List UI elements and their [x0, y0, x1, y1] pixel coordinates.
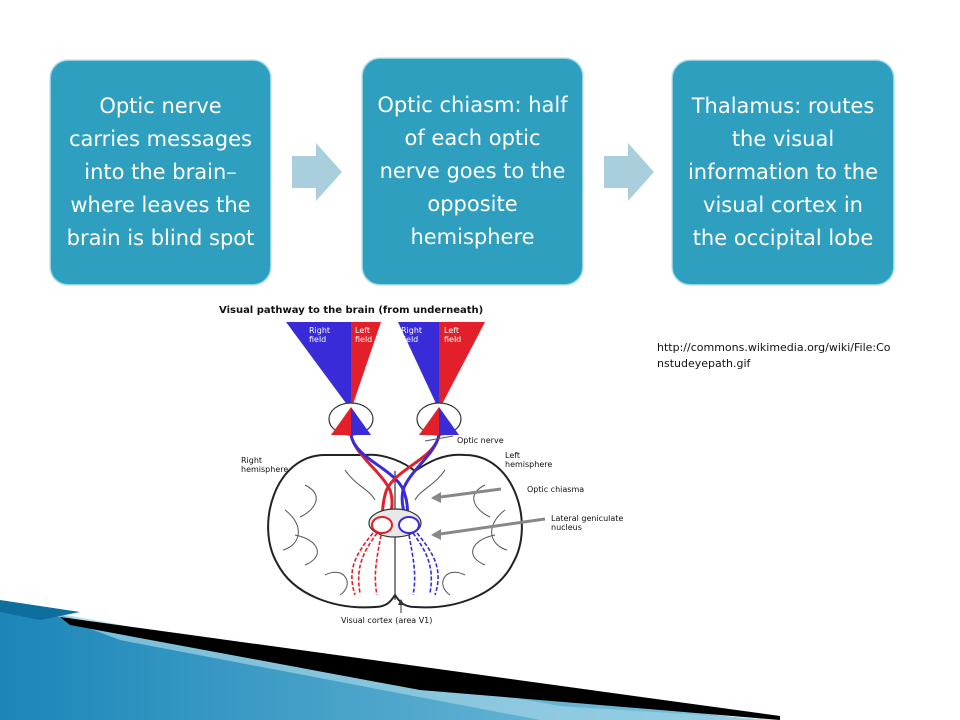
left-field-cone-2	[439, 322, 485, 410]
label-left-field-1-line2: field	[355, 335, 372, 344]
label-left-field-2: Left	[444, 326, 459, 335]
label-left-hemisphere-line2: hemisphere	[505, 460, 552, 469]
label-right-field-2-line2: field	[401, 335, 418, 344]
lgn-right	[398, 516, 420, 534]
label-optic-nerve: Optic nerve	[457, 436, 504, 445]
pointer-optic-chiasma	[432, 487, 502, 500]
arrow-right-icon	[604, 143, 654, 201]
figure-title: Visual pathway to the brain (from undern…	[219, 305, 483, 316]
arrow-right-icon	[292, 143, 342, 201]
label-left-field-2-line2: field	[444, 335, 461, 344]
label-lateral-geniculate-line2: nucleus	[551, 523, 582, 532]
pointer-lateral-geniculate	[432, 517, 546, 537]
label-right-field-1: Right	[309, 326, 330, 335]
flow-step-text: Optic nerve carries messages into the br…	[66, 94, 255, 250]
label-right-hemisphere: Right	[241, 456, 262, 465]
svg-text:Optic chiasma: Optic chiasma	[527, 485, 584, 494]
label-left-hemisphere: Left	[505, 451, 520, 460]
label-right-field-1-line2: field	[309, 335, 326, 344]
flow-step-text: Optic chiasm: half of each optic nerve g…	[377, 93, 568, 249]
flow-step-text: Thalamus: routes the visual information …	[687, 94, 879, 250]
label-lateral-geniculate: Lateral geniculate	[551, 514, 623, 523]
right-field-cone-2	[398, 322, 439, 410]
svg-text:Visual cortex (area V1): Visual cortex (area V1)	[341, 616, 432, 625]
left-field-cone-1	[351, 322, 381, 410]
source-link[interactable]: http://commons.wikimedia.org/wiki/File:C…	[657, 341, 891, 370]
flow-step-thalamus: Thalamus: routes the visual information …	[672, 60, 894, 285]
visual-pathway-figure: Visual pathway to the brain (from undern…	[219, 305, 623, 625]
right-field-cone-1	[286, 322, 351, 410]
label-right-hemisphere-line2: hemisphere	[241, 465, 288, 474]
label-left-field-1: Left	[355, 326, 370, 335]
label-optic-chiasma: Optic chiasma	[527, 485, 584, 494]
svg-text:Optic nerve: Optic nerve	[457, 436, 504, 445]
flow-step-optic-chiasm: Optic chiasm: half of each optic nerve g…	[362, 58, 583, 285]
flow-step-optic-nerve: Optic nerve carries messages into the br…	[50, 60, 271, 285]
label-visual-cortex: Visual cortex (area V1)	[341, 616, 432, 625]
label-right-field-2: Right	[401, 326, 422, 335]
lgn-left	[371, 516, 393, 534]
